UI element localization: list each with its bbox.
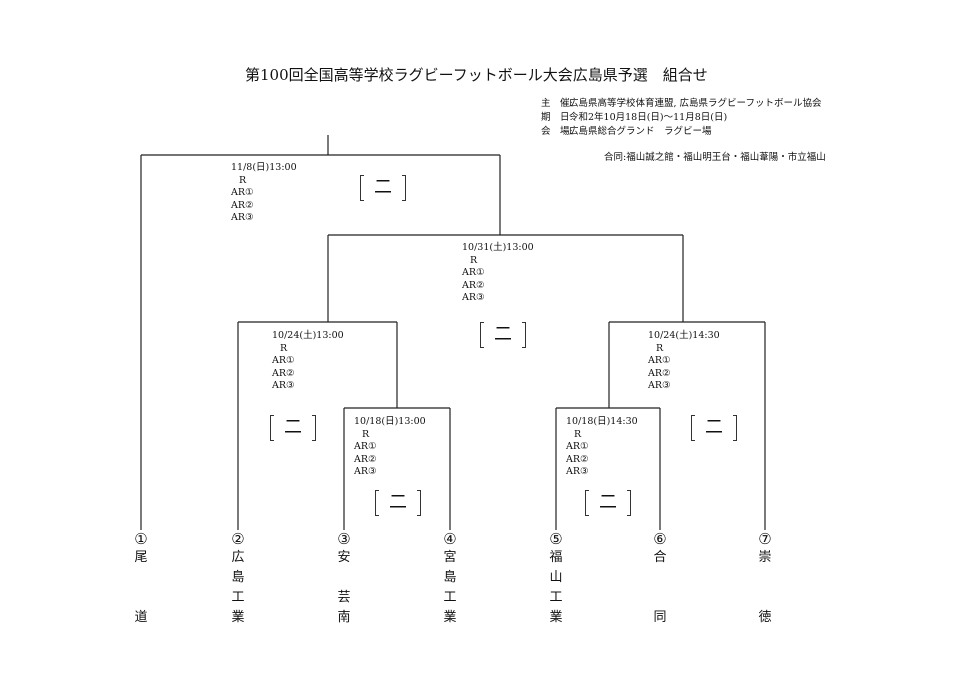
match-semi-ar2: AR②	[462, 279, 485, 291]
match-r1-left-referee: R	[362, 428, 370, 440]
info-dates-label: 期 日:	[541, 112, 573, 123]
team-4: ④ 宮 島 工 業	[438, 530, 462, 628]
team-3-char	[332, 568, 356, 588]
team-4-char: 宮	[443, 550, 457, 565]
match-final-ar3: AR③	[231, 212, 254, 223]
team-6-char	[648, 568, 672, 588]
team-3-char: 安	[337, 550, 351, 565]
team-1-char	[129, 568, 153, 588]
team-6: ⑥ 合 同	[648, 530, 672, 628]
match-final-referee: R	[239, 174, 247, 186]
team-1-char: 尾	[134, 550, 148, 565]
team-1-char	[129, 588, 153, 608]
match-qf-right-ar3: AR③	[648, 380, 671, 391]
team-2-char: 業	[231, 610, 245, 625]
match-final-date: 11/8(日)13:00	[231, 162, 297, 173]
match-qf-right-referee: R	[656, 342, 664, 354]
info-dates-value: 令和2年10月18日(日)〜11月8日(日)	[569, 112, 728, 123]
team-7: ⑦ 崇 徳	[753, 530, 777, 628]
team-6-number: ⑥	[653, 530, 667, 548]
team-3-char: 南	[337, 610, 351, 625]
match-r1-right-date: 10/18(日)14:30	[566, 416, 638, 427]
team-3-number: ③	[337, 530, 351, 548]
team-6-char	[648, 588, 672, 608]
team-2-char: 工	[231, 590, 245, 605]
team-2: ② 広 島 工 業	[226, 530, 250, 628]
match-final-info: 11/8(日)13:00 R AR① AR② AR③	[231, 162, 297, 225]
team-6-char: 合	[653, 550, 667, 565]
match-qf-left-ar2: AR②	[272, 367, 295, 379]
match-r1-right-ar2: AR②	[566, 453, 589, 465]
team-1-char: 道	[134, 610, 148, 625]
match-r1-right-info: 10/18(日)14:30 R AR① AR② AR③	[566, 416, 638, 479]
info-venue-value: 広島県総合グランド ラグビー場	[569, 126, 712, 137]
team-7-char	[753, 588, 777, 608]
team-4-char: 工	[443, 590, 457, 605]
match-r1-left-date: 10/18(日)13:00	[354, 416, 426, 427]
match-qf-left-date: 10/24(土)13:00	[272, 330, 344, 341]
match-qf-left-info: 10/24(土)13:00 R AR① AR② AR③	[272, 330, 344, 393]
match-r1-left-score: 二	[375, 490, 421, 516]
team-3: ③ 安 芸 南	[332, 530, 356, 628]
match-semi-referee: R	[470, 254, 478, 266]
match-r1-left-ar2: AR②	[354, 453, 377, 465]
match-semi-score: 二	[480, 322, 526, 348]
match-qf-left-ar3: AR③	[272, 380, 295, 391]
match-r1-right-ar1: AR①	[566, 441, 589, 452]
team-5-char: 山	[549, 570, 563, 585]
match-qf-left-referee: R	[280, 342, 288, 354]
team-1-number: ①	[134, 530, 148, 548]
page-title: 第100回全国高等学校ラグビーフットボール大会広島県予選 組合せ	[245, 66, 708, 84]
info-dates: 期 日:令和2年10月18日(日)〜11月8日(日)	[541, 109, 727, 123]
match-final-ar1: AR①	[231, 187, 254, 198]
match-qf-left-ar1: AR①	[272, 355, 295, 366]
match-semi-date: 10/31(土)13:00	[462, 242, 534, 253]
info-organizer: 主 催:広島県高等学校体育連盟, 広島県ラグビーフットボール協会	[541, 95, 821, 109]
match-qf-left-score: 二	[270, 415, 316, 441]
team-2-char: 広	[231, 550, 245, 565]
match-qf-right-score: 二	[691, 415, 737, 441]
team-7-char: 徳	[758, 610, 772, 625]
team-5-number: ⑤	[549, 530, 563, 548]
team-5: ⑤ 福 山 工 業	[544, 530, 568, 628]
info-organizer-value: 広島県高等学校体育連盟, 広島県ラグビーフットボール協会	[569, 98, 822, 109]
match-qf-right-date: 10/24(土)14:30	[648, 330, 720, 341]
team-4-char: 業	[443, 610, 457, 625]
info-venue: 会 場:広島県総合グランド ラグビー場	[541, 123, 712, 137]
match-semi-info: 10/31(土)13:00 R AR① AR② AR③	[462, 242, 534, 305]
team-2-char: 島	[231, 570, 245, 585]
match-semi-ar1: AR①	[462, 267, 485, 278]
team-5-char: 福	[549, 550, 563, 565]
team-7-char	[753, 568, 777, 588]
match-qf-right-info: 10/24(土)14:30 R AR① AR② AR③	[648, 330, 720, 393]
team-1: ① 尾 道	[129, 530, 153, 628]
match-r1-right-referee: R	[574, 428, 582, 440]
match-r1-left-ar3: AR③	[354, 466, 377, 477]
match-final-score: 二	[360, 175, 406, 201]
match-qf-right-ar2: AR②	[648, 367, 671, 379]
team-7-char: 崇	[758, 550, 772, 565]
team-7-number: ⑦	[758, 530, 772, 548]
info-organizer-label: 主 催:	[541, 98, 573, 109]
match-final-ar2: AR②	[231, 199, 254, 211]
combined-team-note: 合同:福山誠之館・福山明王台・福山葦陽・市立福山	[604, 152, 826, 163]
info-venue-label: 会 場:	[541, 126, 573, 137]
team-5-char: 工	[549, 590, 563, 605]
team-4-char: 島	[443, 570, 457, 585]
match-r1-left-ar1: AR①	[354, 441, 377, 452]
team-5-char: 業	[549, 610, 563, 625]
match-qf-right-ar1: AR①	[648, 355, 671, 366]
match-r1-right-ar3: AR③	[566, 466, 589, 477]
team-4-number: ④	[443, 530, 457, 548]
match-r1-left-info: 10/18(日)13:00 R AR① AR② AR③	[354, 416, 426, 479]
team-6-char: 同	[653, 610, 667, 625]
match-r1-right-score: 二	[585, 490, 631, 516]
team-2-number: ②	[231, 530, 245, 548]
match-semi-ar3: AR③	[462, 292, 485, 303]
team-3-char: 芸	[337, 590, 351, 605]
